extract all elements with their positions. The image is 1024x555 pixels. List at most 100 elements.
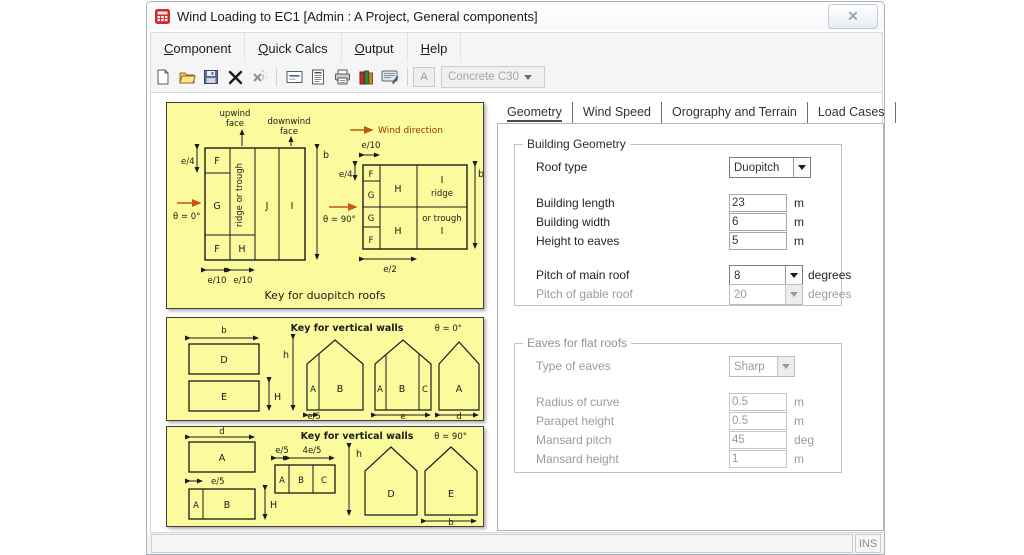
svg-text:downwind: downwind xyxy=(267,117,310,127)
svg-text:e/5: e/5 xyxy=(307,412,321,420)
svg-text:B: B xyxy=(337,384,344,395)
svg-text:ridge: ridge xyxy=(431,189,453,199)
svg-text:Key for vertical walls: Key for vertical walls xyxy=(291,323,404,334)
svg-text:or trough: or trough xyxy=(422,214,461,224)
app-icon xyxy=(155,8,170,24)
svg-text:e/4: e/4 xyxy=(181,157,195,167)
svg-text:H: H xyxy=(274,392,281,403)
parapet-height-label: Parapet height xyxy=(536,414,615,428)
svg-text:E: E xyxy=(221,392,227,403)
svg-text:face: face xyxy=(226,119,244,129)
building-length-label: Building length xyxy=(536,196,615,210)
menu-component[interactable]: Component xyxy=(151,33,246,63)
svg-text:Key for vertical walls: Key for vertical walls xyxy=(301,431,414,442)
type-of-eaves-combo: Sharp xyxy=(729,356,795,377)
svg-text:G: G xyxy=(213,201,220,212)
height-to-eaves-input[interactable] xyxy=(729,232,787,250)
svg-text:A: A xyxy=(279,476,285,486)
svg-text:G: G xyxy=(368,191,375,201)
height-to-eaves-label: Height to eaves xyxy=(536,234,620,248)
svg-text:upwind: upwind xyxy=(220,109,251,119)
svg-text:e/10: e/10 xyxy=(208,276,227,286)
window-title: Wind Loading to EC1 [Admin : A Project, … xyxy=(177,8,538,24)
status-message-cell xyxy=(151,534,853,553)
svg-text:B: B xyxy=(399,384,406,395)
svg-text:F: F xyxy=(214,244,219,255)
svg-text:A: A xyxy=(456,384,463,395)
svg-text:A: A xyxy=(310,385,316,395)
svg-text:C: C xyxy=(321,476,327,486)
svg-text:H: H xyxy=(238,244,245,255)
svg-text:e/10: e/10 xyxy=(362,141,381,151)
details-icon[interactable] xyxy=(283,67,305,87)
svg-text:4e/5: 4e/5 xyxy=(303,446,322,456)
svg-text:F: F xyxy=(214,156,219,167)
parapet-height-unit: m xyxy=(794,414,804,428)
svg-text:B: B xyxy=(224,500,231,511)
new-document-icon[interactable] xyxy=(152,67,174,87)
tab-load-cases[interactable]: Load Cases xyxy=(808,102,896,123)
dropdown-arrow-icon xyxy=(793,158,810,177)
svg-text:face: face xyxy=(280,127,298,137)
svg-text:H: H xyxy=(394,226,401,237)
svg-text:e/4: e/4 xyxy=(339,170,353,180)
eaves-group: Eaves for flat roofs xyxy=(514,336,842,473)
svg-text:b: b xyxy=(323,150,329,161)
menu-bar: Component Quick Calcs Output Help xyxy=(150,32,883,64)
pitch-main-combo[interactable]: 8 xyxy=(729,265,803,286)
svg-text:θ = 0°: θ = 0° xyxy=(435,324,462,334)
client-area: upwind face downwind face Wind direction… xyxy=(150,92,896,533)
pitch-main-label: Pitch of main roof xyxy=(536,268,630,282)
svg-text:F: F xyxy=(369,170,374,180)
app-window: Wind Loading to EC1 [Admin : A Project, … xyxy=(146,1,896,555)
close-icon: ✕ xyxy=(847,8,859,24)
close-button[interactable]: ✕ xyxy=(828,4,878,29)
type-of-eaves-label: Type of eaves xyxy=(536,359,611,373)
save-icon[interactable] xyxy=(200,67,222,87)
svg-text:D: D xyxy=(387,489,394,500)
svg-text:d: d xyxy=(456,412,461,420)
tab-orography-and-terrain[interactable]: Orography and Terrain xyxy=(662,102,808,123)
group-title: Eaves for flat roofs xyxy=(523,336,632,350)
building-geometry-group: Building Geometry xyxy=(514,137,842,306)
svg-text:A: A xyxy=(219,453,226,464)
roof-type-combo[interactable]: Duopitch xyxy=(729,157,811,178)
toolbar-separator xyxy=(407,68,408,86)
delete-icon[interactable] xyxy=(224,67,246,87)
building-width-input[interactable] xyxy=(729,213,787,231)
pitch-gable-combo: 20 xyxy=(729,284,803,305)
tab-geometry[interactable]: Geometry xyxy=(497,102,573,123)
ins-indicator: INS xyxy=(855,534,881,553)
menu-output[interactable]: Output xyxy=(342,33,408,63)
pitch-main-unit: degrees xyxy=(808,268,852,282)
open-folder-icon[interactable] xyxy=(176,67,198,87)
svg-text:H: H xyxy=(270,500,277,511)
parapet-height-input xyxy=(729,412,787,430)
library-icon[interactable] xyxy=(355,67,377,87)
svg-text:e/2: e/2 xyxy=(383,265,397,275)
menu-quick-calcs[interactable]: Quick Calcs xyxy=(245,33,342,63)
svg-text:C: C xyxy=(422,385,428,395)
radius-of-curve-label: Radius of curve xyxy=(536,395,620,409)
building-length-input[interactable] xyxy=(729,194,787,212)
menu-help[interactable]: Help xyxy=(408,33,462,63)
print-icon[interactable] xyxy=(331,67,353,87)
svg-text:I: I xyxy=(441,175,444,186)
building-width-label: Building width xyxy=(536,215,611,229)
report-icon[interactable] xyxy=(307,67,329,87)
radius-of-curve-input xyxy=(729,393,787,411)
svg-text:e: e xyxy=(400,412,405,420)
tab-wind-speed[interactable]: Wind Speed xyxy=(573,102,662,123)
mansard-pitch-input xyxy=(729,431,787,449)
tab-strip: Geometry Wind Speed Orography and Terrai… xyxy=(497,100,896,123)
title-bar: Wind Loading to EC1 [Admin : A Project, … xyxy=(147,2,884,30)
screen-pen-icon[interactable] xyxy=(379,67,401,87)
delete-axes-icon[interactable] xyxy=(248,67,270,87)
svg-text:J: J xyxy=(265,201,269,212)
mansard-height-input xyxy=(729,450,787,468)
svg-text:I: I xyxy=(291,201,294,212)
roof-type-label: Roof type xyxy=(536,160,588,174)
building-length-unit: m xyxy=(794,196,804,210)
svg-text:I: I xyxy=(441,226,444,237)
